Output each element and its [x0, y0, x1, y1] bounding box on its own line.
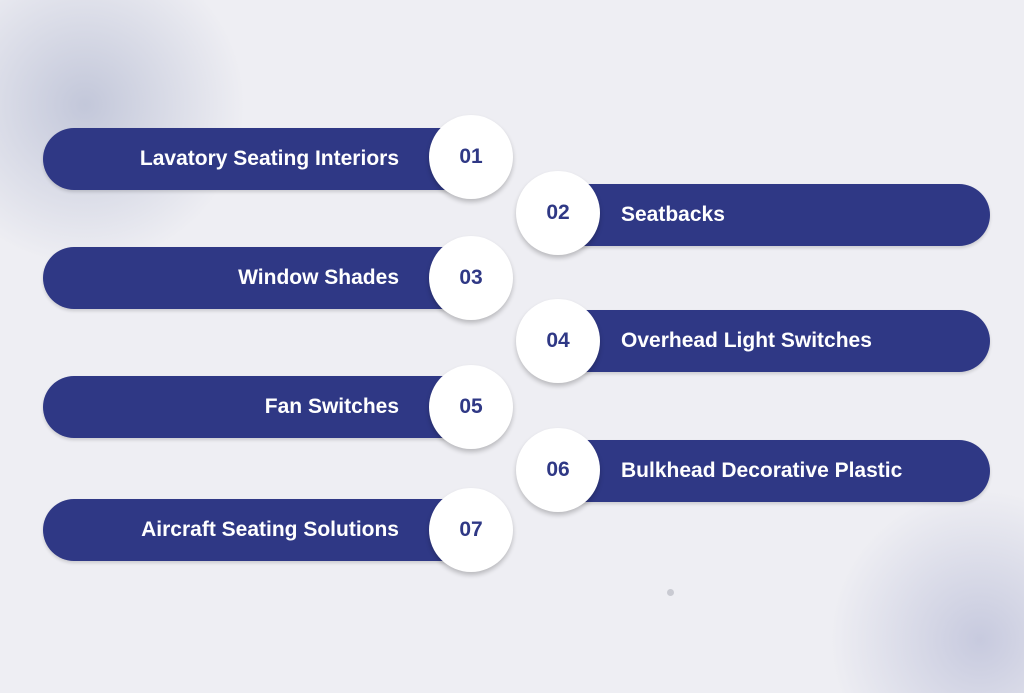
- item-1-bar: Lavatory Seating Interiors: [43, 128, 455, 190]
- item-2-bar: Seatbacks: [545, 184, 990, 246]
- item-number: 07: [459, 518, 483, 541]
- item-4-number-badge: 04: [516, 299, 600, 383]
- item-1-number-badge: 01: [429, 115, 513, 199]
- item-5-bar: Fan Switches: [43, 376, 455, 438]
- item-number: 03: [459, 266, 483, 289]
- decorative-dot: [667, 589, 674, 596]
- item-label: Fan Switches: [264, 395, 399, 418]
- item-label: Aircraft Seating Solutions: [141, 518, 399, 541]
- item-label: Lavatory Seating Interiors: [139, 147, 399, 170]
- item-label: Seatbacks: [621, 203, 725, 226]
- item-6-bar: Bulkhead Decorative Plastic: [545, 440, 990, 502]
- item-label: Overhead Light Switches: [621, 329, 872, 352]
- item-number: 05: [459, 395, 483, 418]
- item-number: 06: [546, 458, 570, 481]
- item-3-number-badge: 03: [429, 236, 513, 320]
- item-7-number-badge: 07: [429, 488, 513, 572]
- item-7-bar: Aircraft Seating Solutions: [43, 499, 455, 561]
- item-6-number-badge: 06: [516, 428, 600, 512]
- item-label: Window Shades: [238, 266, 399, 289]
- item-2-number-badge: 02: [516, 171, 600, 255]
- item-number: 04: [546, 329, 570, 352]
- item-number: 02: [546, 201, 570, 224]
- item-5-number-badge: 05: [429, 365, 513, 449]
- item-label: Bulkhead Decorative Plastic: [621, 459, 903, 482]
- item-number: 01: [459, 145, 483, 168]
- item-4-bar: Overhead Light Switches: [545, 310, 990, 372]
- item-3-bar: Window Shades: [43, 247, 455, 309]
